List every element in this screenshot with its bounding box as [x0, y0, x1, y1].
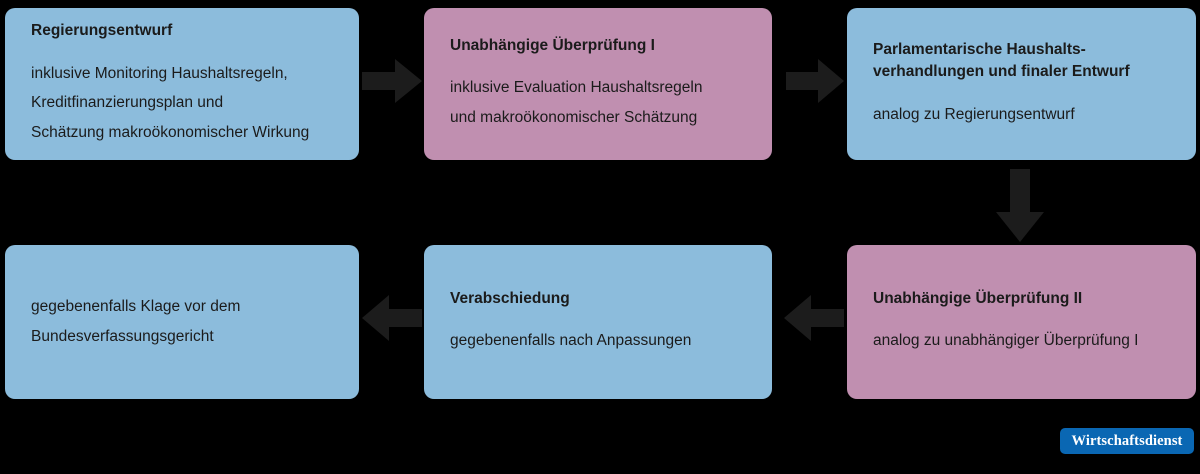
box-body: analog zu unabhängiger Überprüfung I: [873, 332, 1139, 350]
box-title: Unabhängige Überprüfung II: [873, 289, 1083, 307]
box-title: Parlamentarische Haushalts- verhandlunge…: [873, 40, 1130, 81]
box-title: Verabschiedung: [450, 289, 570, 307]
process-box-verabschiedung: Verabschiedung gegebenenfalls nach Anpas…: [424, 245, 772, 399]
badge-label: Wirtschaftsdienst: [1071, 432, 1183, 449]
arrow-down-icon: [996, 169, 1044, 242]
process-box-parlamentarische-haushaltsverhandlungen: Parlamentarische Haushalts- verhandlunge…: [847, 8, 1196, 160]
box-body: gegebenenfalls nach Anpassungen: [450, 332, 692, 350]
arrow-left-icon: [362, 293, 422, 343]
box-body: gegebenenfalls Klage vor dem Bundesverfa…: [31, 298, 241, 345]
wirtschaftsdienst-badge[interactable]: Wirtschaftsdienst: [1060, 428, 1194, 454]
box-body: inklusive Monitoring Haushaltsregeln, Kr…: [31, 64, 310, 142]
process-box-regierungsentwurf: Regierungsentwurf inklusive Monitoring H…: [5, 8, 359, 160]
arrow-right-icon: [786, 57, 844, 105]
process-box-unabhaengige-ueberpruefung-1: Unabhängige Überprüfung I inklusive Eval…: [424, 8, 772, 160]
box-title: Regierungsentwurf: [31, 22, 173, 40]
box-title: Unabhängige Überprüfung I: [450, 37, 655, 55]
box-body: analog zu Regierungsentwurf: [873, 105, 1075, 123]
arrow-right-icon: [362, 57, 422, 105]
process-box-unabhaengige-ueberpruefung-2: Unabhängige Überprüfung II analog zu una…: [847, 245, 1196, 399]
box-body: inklusive Evaluation Haushaltsregeln und…: [450, 79, 703, 127]
process-box-klage-bundesverfassungsgericht: gegebenenfalls Klage vor dem Bundesverfa…: [5, 245, 359, 399]
arrow-left-icon: [784, 293, 844, 343]
